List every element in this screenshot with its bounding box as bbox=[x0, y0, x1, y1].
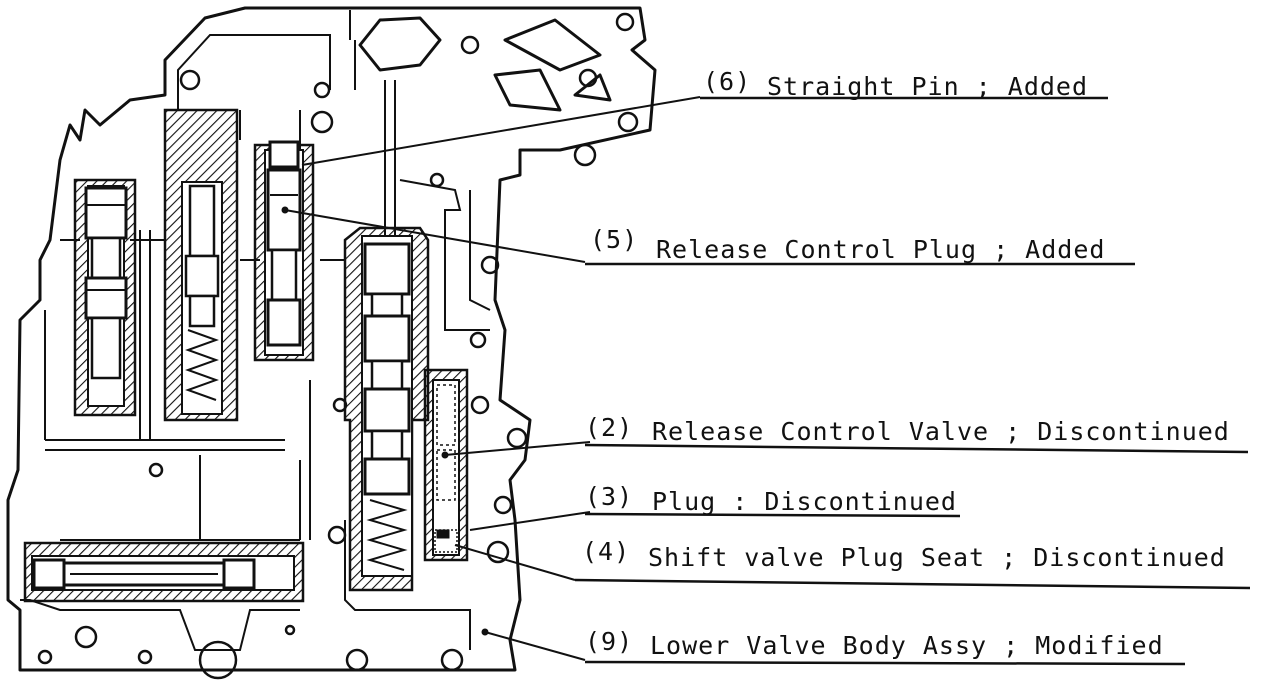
leader-4 bbox=[454, 544, 576, 581]
leader-9 bbox=[484, 631, 586, 661]
callout-3-label: Plug : Discontinued bbox=[652, 487, 957, 516]
valve-body-outline bbox=[6, 6, 657, 672]
leader-3 bbox=[469, 511, 591, 531]
callout-3-number: (3) bbox=[585, 482, 633, 511]
callout-4-number: (4) bbox=[582, 537, 630, 566]
valve-bore-1 bbox=[73, 178, 137, 417]
callout-6-number: (6) bbox=[703, 67, 751, 96]
callout-2: (2) Release Control Valve ; Discontinued bbox=[584, 413, 1249, 454]
callout-4: (4) Shift valve Plug Seat ; Discontinued bbox=[574, 537, 1251, 590]
callout-2-label: Release Control Valve ; Discontinued bbox=[652, 417, 1230, 446]
callout-9-label: Lower Valve Body Assy ; Modified bbox=[650, 631, 1164, 660]
leader-6 bbox=[301, 96, 701, 166]
callout-6-label: Straight Pin ; Added bbox=[767, 72, 1088, 101]
callout-9: (9) Lower Valve Body Assy ; Modified bbox=[584, 627, 1186, 666]
leader-5 bbox=[284, 209, 586, 263]
callout-5-label: Release Control Plug ; Added bbox=[656, 235, 1105, 264]
bolt-holes bbox=[37, 12, 639, 680]
callout-5: (5) Release Control Plug ; Added bbox=[585, 225, 1135, 266]
leader-lines bbox=[281, 96, 701, 661]
valve-bore-2 bbox=[163, 108, 239, 422]
valve-bore-horizontal bbox=[23, 541, 305, 603]
callout-5-number: (5) bbox=[590, 225, 638, 254]
callout-6: (6) Straight Pin ; Added bbox=[700, 67, 1108, 101]
callout-3: (3) Plug : Discontinued bbox=[584, 482, 961, 518]
callout-4-label: Shift valve Plug Seat ; Discontinued bbox=[648, 543, 1226, 572]
valve-bore-3 bbox=[253, 140, 315, 362]
release-control-valve-bore bbox=[423, 368, 469, 562]
valve-bore-4 bbox=[343, 226, 430, 592]
leader-2 bbox=[444, 441, 591, 456]
callout-9-number: (9) bbox=[585, 627, 633, 656]
callout-2-number: (2) bbox=[585, 413, 633, 442]
